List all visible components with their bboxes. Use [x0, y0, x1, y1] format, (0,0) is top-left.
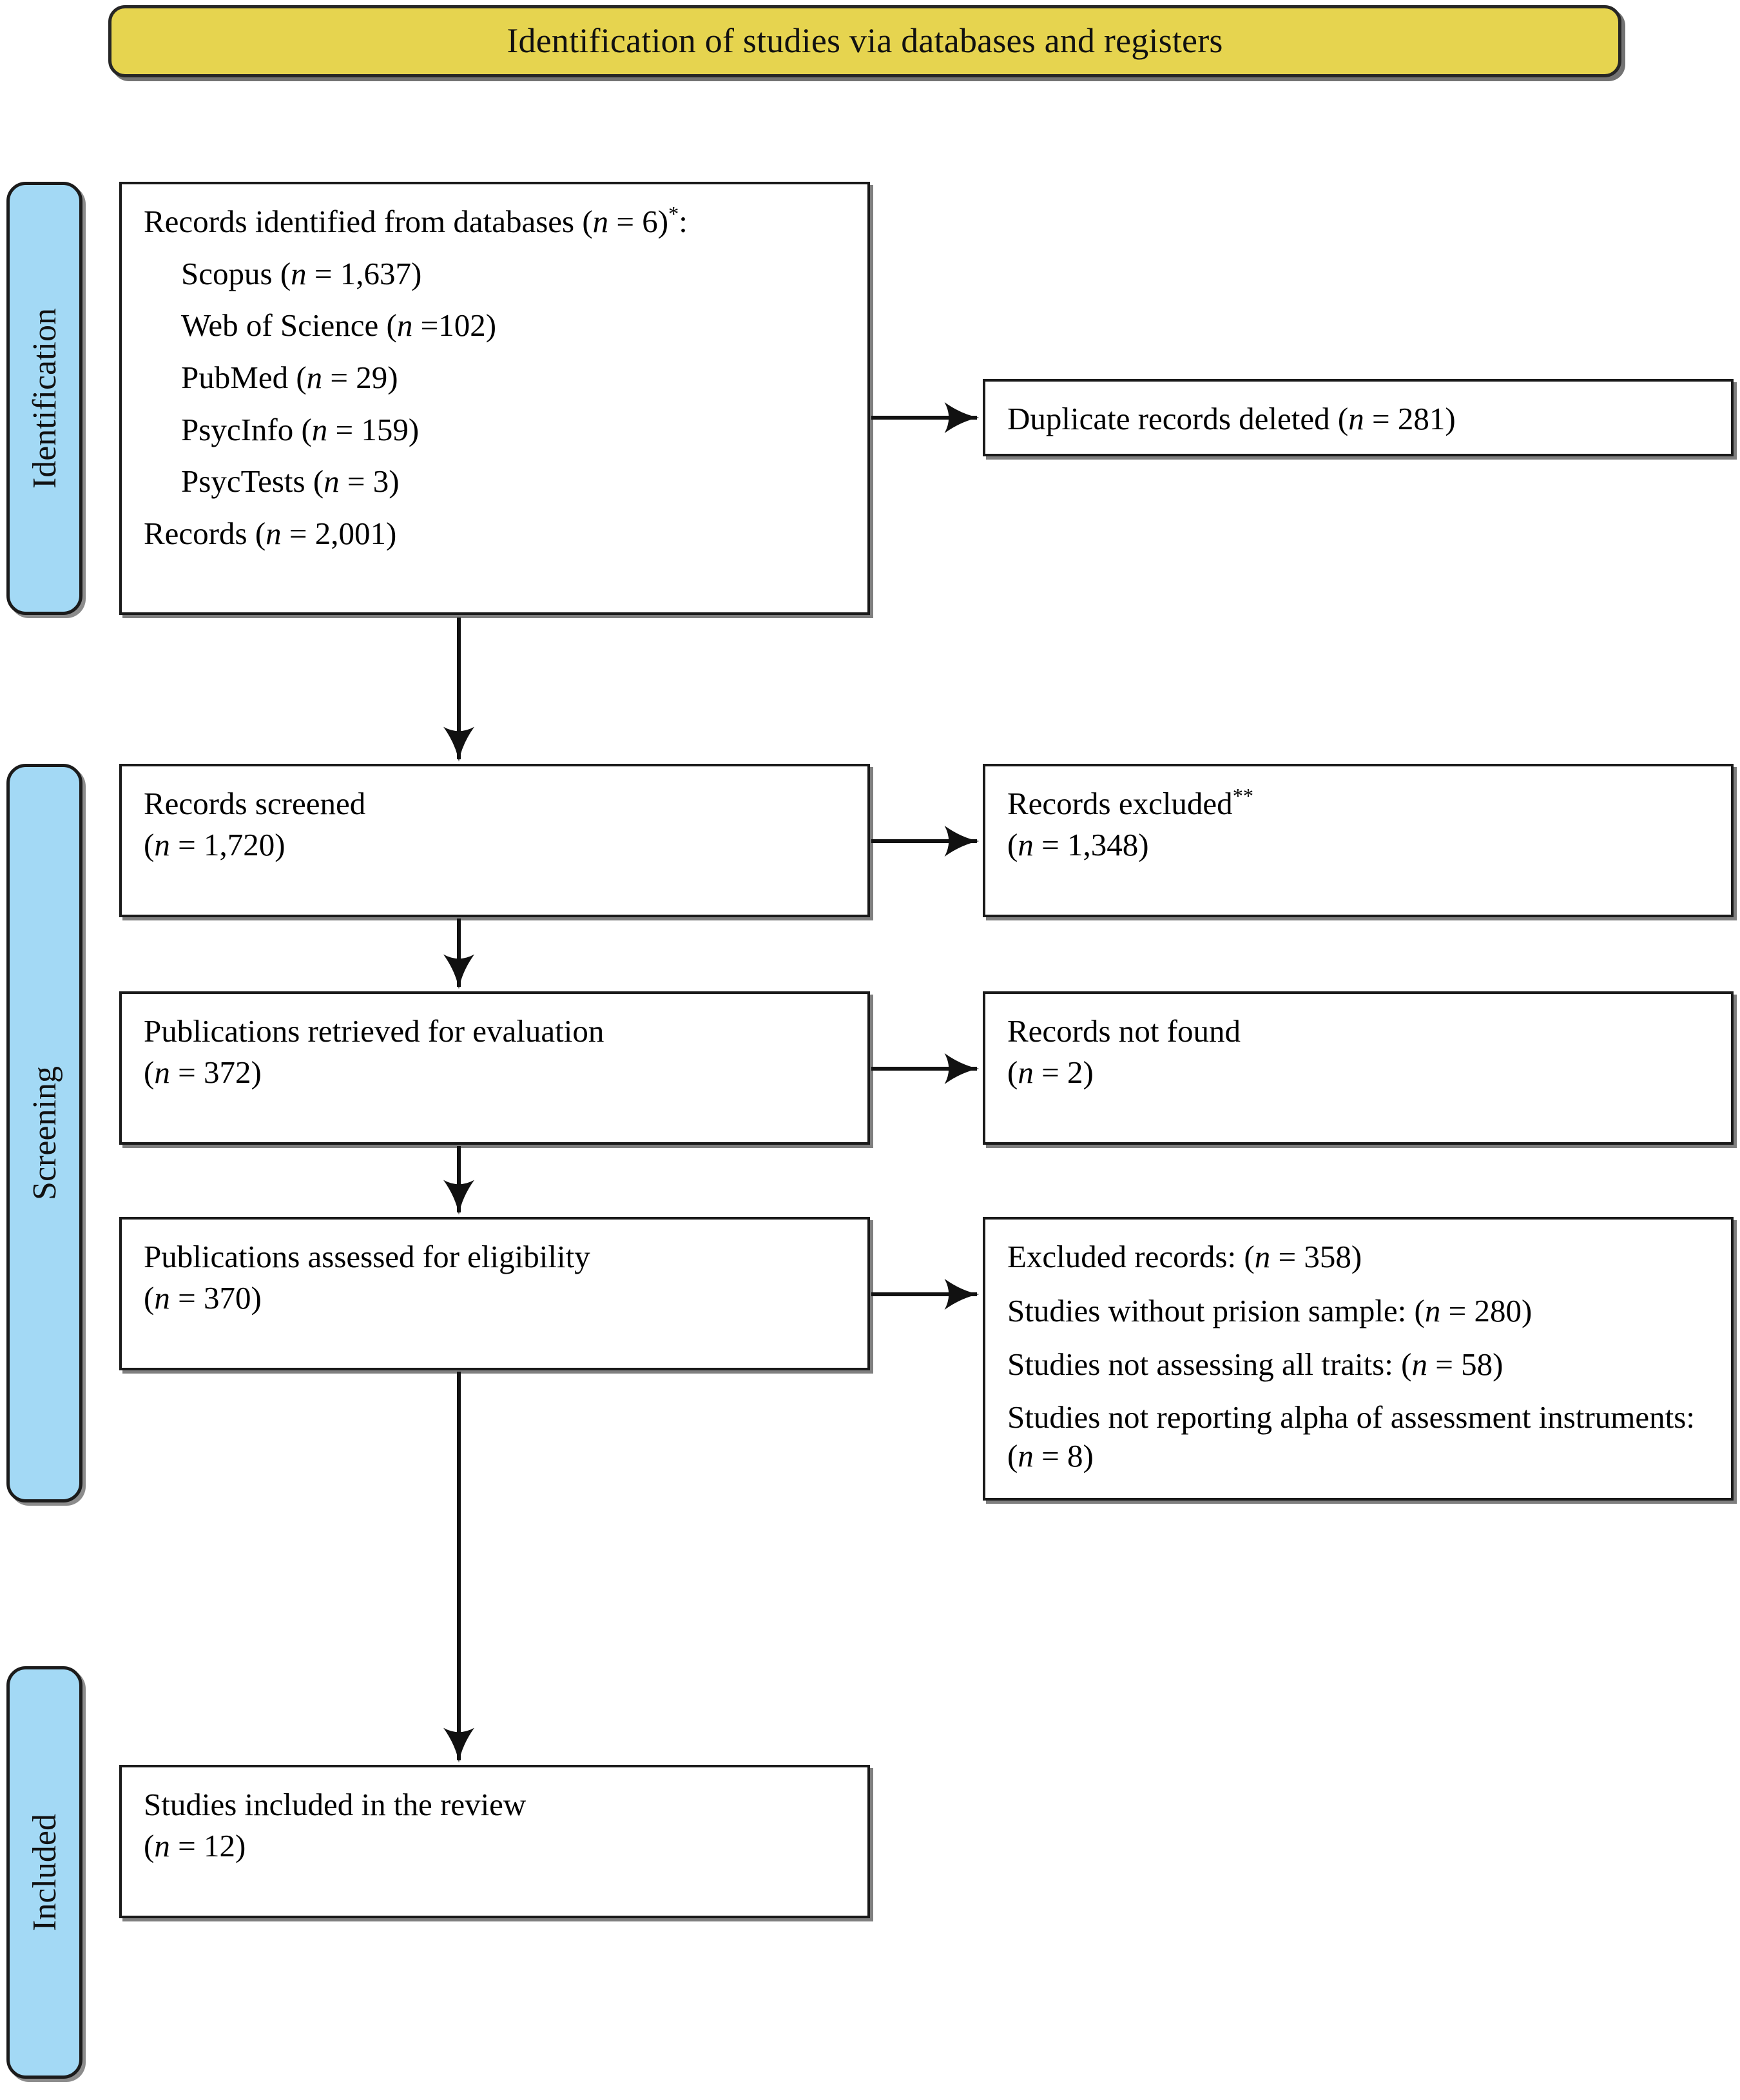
records-identified-title: Records identified from databases (n = 6… — [144, 202, 688, 239]
box-records-not-found: Records not found (n = 2) — [983, 991, 1734, 1145]
studies-included-count: (n = 12) — [144, 1827, 246, 1863]
source-pubmed: PubMed (n = 29) — [181, 360, 398, 396]
excluded-detail-row: Excluded records: (n = 358) — [1007, 1239, 1362, 1274]
box-records-screened: Records screened (n = 1,720) — [119, 764, 870, 917]
box-publications-assessed-eligibility: Publications assessed for eligibility (n… — [119, 1217, 870, 1370]
excluded-detail-row: Studies without prision sample: (n = 280… — [1007, 1292, 1532, 1328]
stage-bar-screening: Screening — [6, 764, 82, 1502]
stage-bar-identification: Identification — [6, 182, 82, 615]
box-records-identified: Records identified from databases (n = 6… — [119, 182, 870, 615]
publications-assessed-count: (n = 370) — [144, 1279, 262, 1316]
records-screened-label: Records screened — [144, 786, 366, 821]
stage-label-identification: Identification — [26, 307, 63, 489]
box-excluded-records-detail: Excluded records: (n = 358) Studies with… — [983, 1217, 1734, 1501]
source-psyctests: PsycTests (n = 3) — [181, 463, 400, 500]
records-not-found-count: (n = 2) — [1007, 1054, 1094, 1090]
box-studies-included-review: Studies included in the review (n = 12) — [119, 1765, 870, 1918]
records-not-found-label: Records not found — [1007, 1013, 1241, 1049]
publications-retrieved-count: (n = 372) — [144, 1054, 262, 1090]
publications-assessed-label: Publications assessed for eligibility — [144, 1239, 590, 1274]
records-screened-count: (n = 1,720) — [144, 826, 285, 862]
source-scopus: Scopus (n = 1,637) — [181, 255, 422, 291]
studies-included-label: Studies included in the review — [144, 1787, 527, 1822]
header-title: Identification of studies via databases … — [507, 21, 1223, 61]
publications-retrieved-label: Publications retrieved for evaluation — [144, 1013, 604, 1049]
box-duplicate-records-deleted: Duplicate records deleted (n = 281) — [983, 379, 1734, 456]
source-web-of-science: Web of Science (n =102) — [181, 307, 497, 344]
records-excluded-count: (n = 1,348) — [1007, 826, 1149, 862]
excluded-detail-row: Studies not assessing all traits: (n = 5… — [1007, 1347, 1503, 1383]
stage-label-included: Included — [26, 1814, 63, 1931]
stage-label-screening: Screening — [26, 1066, 63, 1200]
records-total: Records (n = 2,001) — [144, 516, 397, 552]
box-records-excluded: Records excluded** (n = 1,348) — [983, 764, 1734, 917]
box-publications-retrieved: Publications retrieved for evaluation (n… — [119, 991, 870, 1145]
header-banner: Identification of studies via databases … — [108, 5, 1621, 77]
excluded-detail-row: Studies not reporting alpha of assessmen… — [1007, 1399, 1695, 1473]
records-excluded-label: Records excluded** — [1007, 784, 1254, 821]
duplicates-line: Duplicate records deleted (n = 281) — [1007, 401, 1456, 436]
stage-bar-included: Included — [6, 1666, 82, 2079]
source-psycinfo: PsycInfo (n = 159) — [181, 411, 420, 447]
